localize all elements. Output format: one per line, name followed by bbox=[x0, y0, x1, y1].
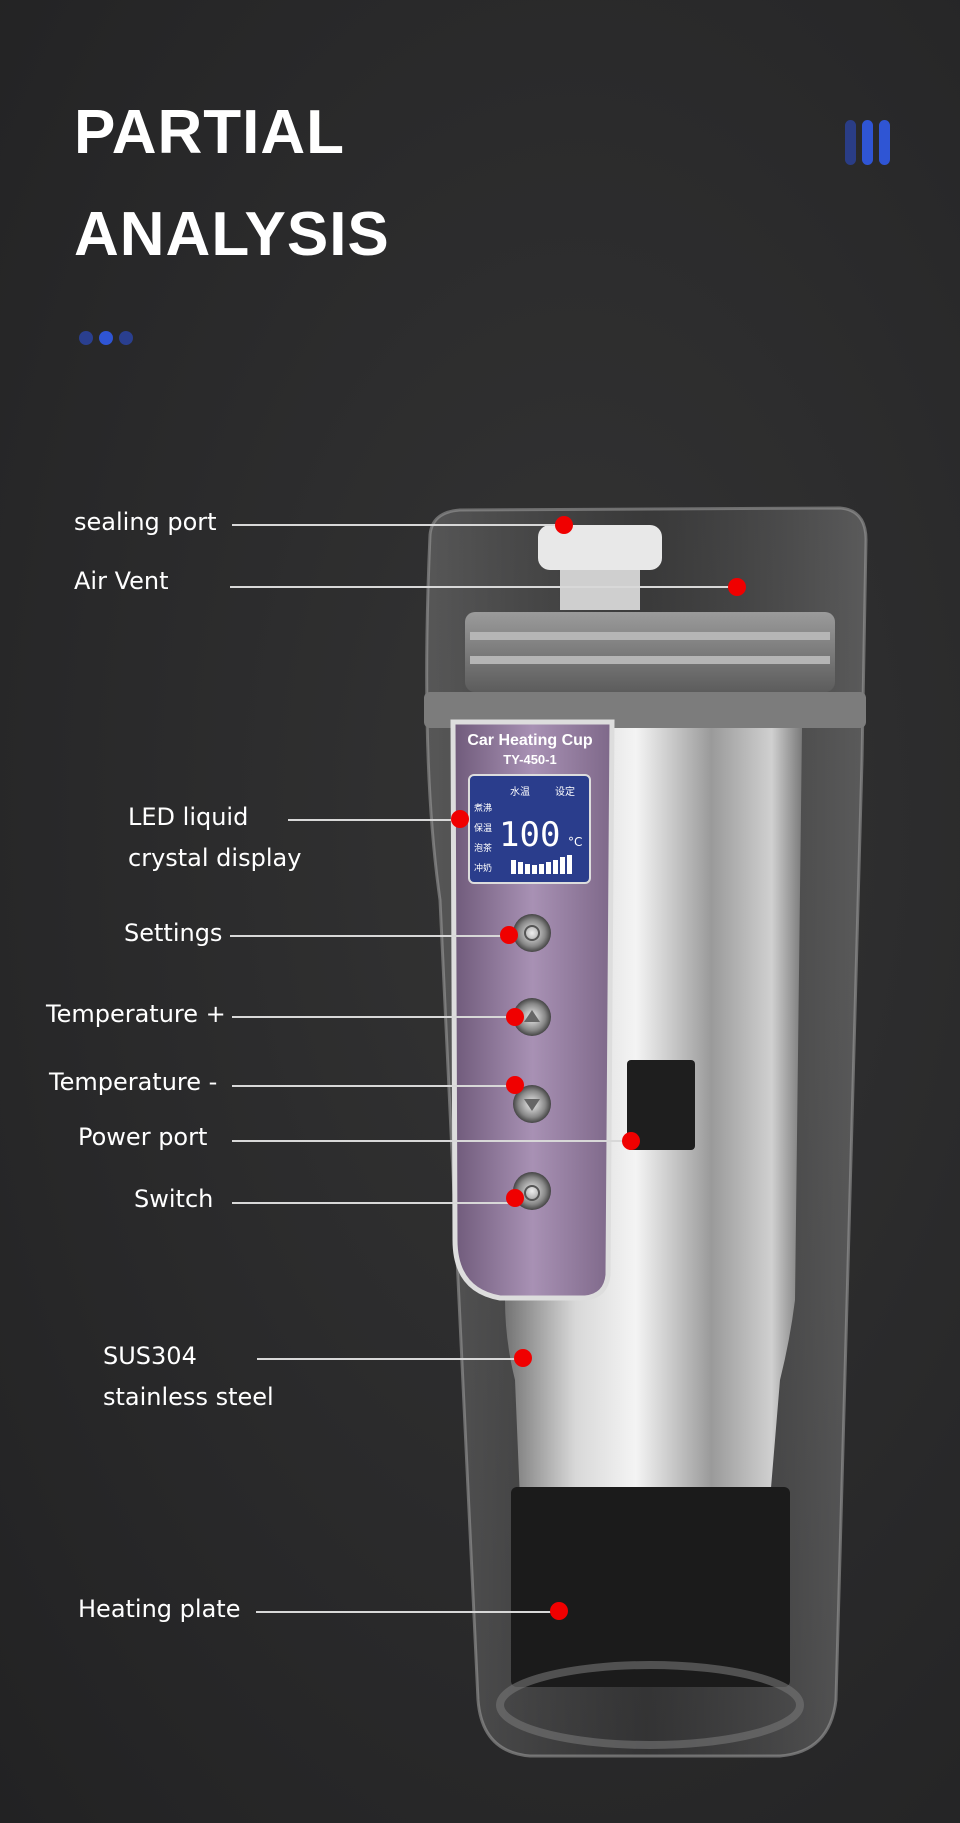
power-port bbox=[627, 1060, 695, 1150]
leader-line bbox=[230, 586, 737, 588]
product-model: TY-450-1 bbox=[503, 752, 556, 767]
temperature-minus-button bbox=[513, 1085, 551, 1123]
callout-stainless-steel: SUS304 stainless steel bbox=[103, 1336, 274, 1418]
decorative-bars-icon bbox=[845, 120, 890, 165]
sealing-port-cap bbox=[538, 525, 662, 570]
callout-heating-plate: Heating plate bbox=[78, 1595, 241, 1623]
marker-dot bbox=[506, 1008, 524, 1026]
callout-text: LED liquid bbox=[128, 803, 249, 831]
settings-button bbox=[513, 914, 551, 952]
callout-switch: Switch bbox=[134, 1185, 214, 1213]
product-name: Car Heating Cup bbox=[467, 732, 593, 749]
marker-dot bbox=[728, 578, 746, 596]
temperature-plus-button bbox=[513, 998, 551, 1036]
lcd-mode: 煮沸 bbox=[474, 802, 492, 814]
marker-dot bbox=[622, 1132, 640, 1150]
marker-dot bbox=[514, 1349, 532, 1367]
lcd-mode: 保温 bbox=[474, 822, 492, 834]
callout-temperature-minus: Temperature - bbox=[49, 1068, 218, 1096]
callout-text: SUS304 bbox=[103, 1342, 197, 1370]
callout-temperature-plus: Temperature + bbox=[46, 1000, 226, 1028]
lcd-mode: 冲奶 bbox=[474, 862, 492, 874]
callout-led-display: LED liquid crystal display bbox=[128, 797, 301, 879]
callout-text: crystal display bbox=[128, 844, 302, 872]
callout-text: stainless steel bbox=[103, 1383, 274, 1411]
marker-dot bbox=[550, 1602, 568, 1620]
leader-line bbox=[232, 1202, 515, 1204]
marker-dot bbox=[506, 1076, 524, 1094]
page-title-line1: PARTIAL bbox=[74, 98, 346, 167]
callout-power-port: Power port bbox=[78, 1123, 208, 1151]
lcd-label: 水温 bbox=[510, 786, 530, 798]
lcd-display bbox=[468, 774, 591, 884]
leader-line bbox=[232, 524, 564, 526]
leader-line bbox=[232, 1016, 515, 1018]
decorative-dots bbox=[79, 331, 133, 345]
leader-line bbox=[230, 935, 509, 937]
leader-line bbox=[232, 1140, 631, 1142]
lcd-label: 设定 bbox=[555, 785, 575, 798]
marker-dot bbox=[500, 926, 518, 944]
heating-base bbox=[511, 1487, 790, 1687]
callout-settings: Settings bbox=[124, 919, 223, 947]
page-title-line2: ANALYSIS bbox=[74, 200, 390, 269]
callout-air-vent: Air Vent bbox=[74, 567, 169, 595]
lcd-level-bars bbox=[511, 855, 572, 874]
leader-line bbox=[288, 819, 460, 821]
marker-dot bbox=[506, 1189, 524, 1207]
lcd-temperature: 100 bbox=[499, 815, 560, 855]
marker-dot bbox=[451, 810, 469, 828]
callout-sealing-port: sealing port bbox=[74, 508, 217, 536]
leader-line bbox=[257, 1358, 523, 1360]
leader-line bbox=[232, 1085, 515, 1087]
leader-line bbox=[256, 1611, 559, 1613]
lcd-unit: °C bbox=[568, 835, 582, 849]
lid bbox=[465, 612, 835, 692]
lcd-mode: 泡茶 bbox=[474, 842, 492, 854]
marker-dot bbox=[555, 516, 573, 534]
